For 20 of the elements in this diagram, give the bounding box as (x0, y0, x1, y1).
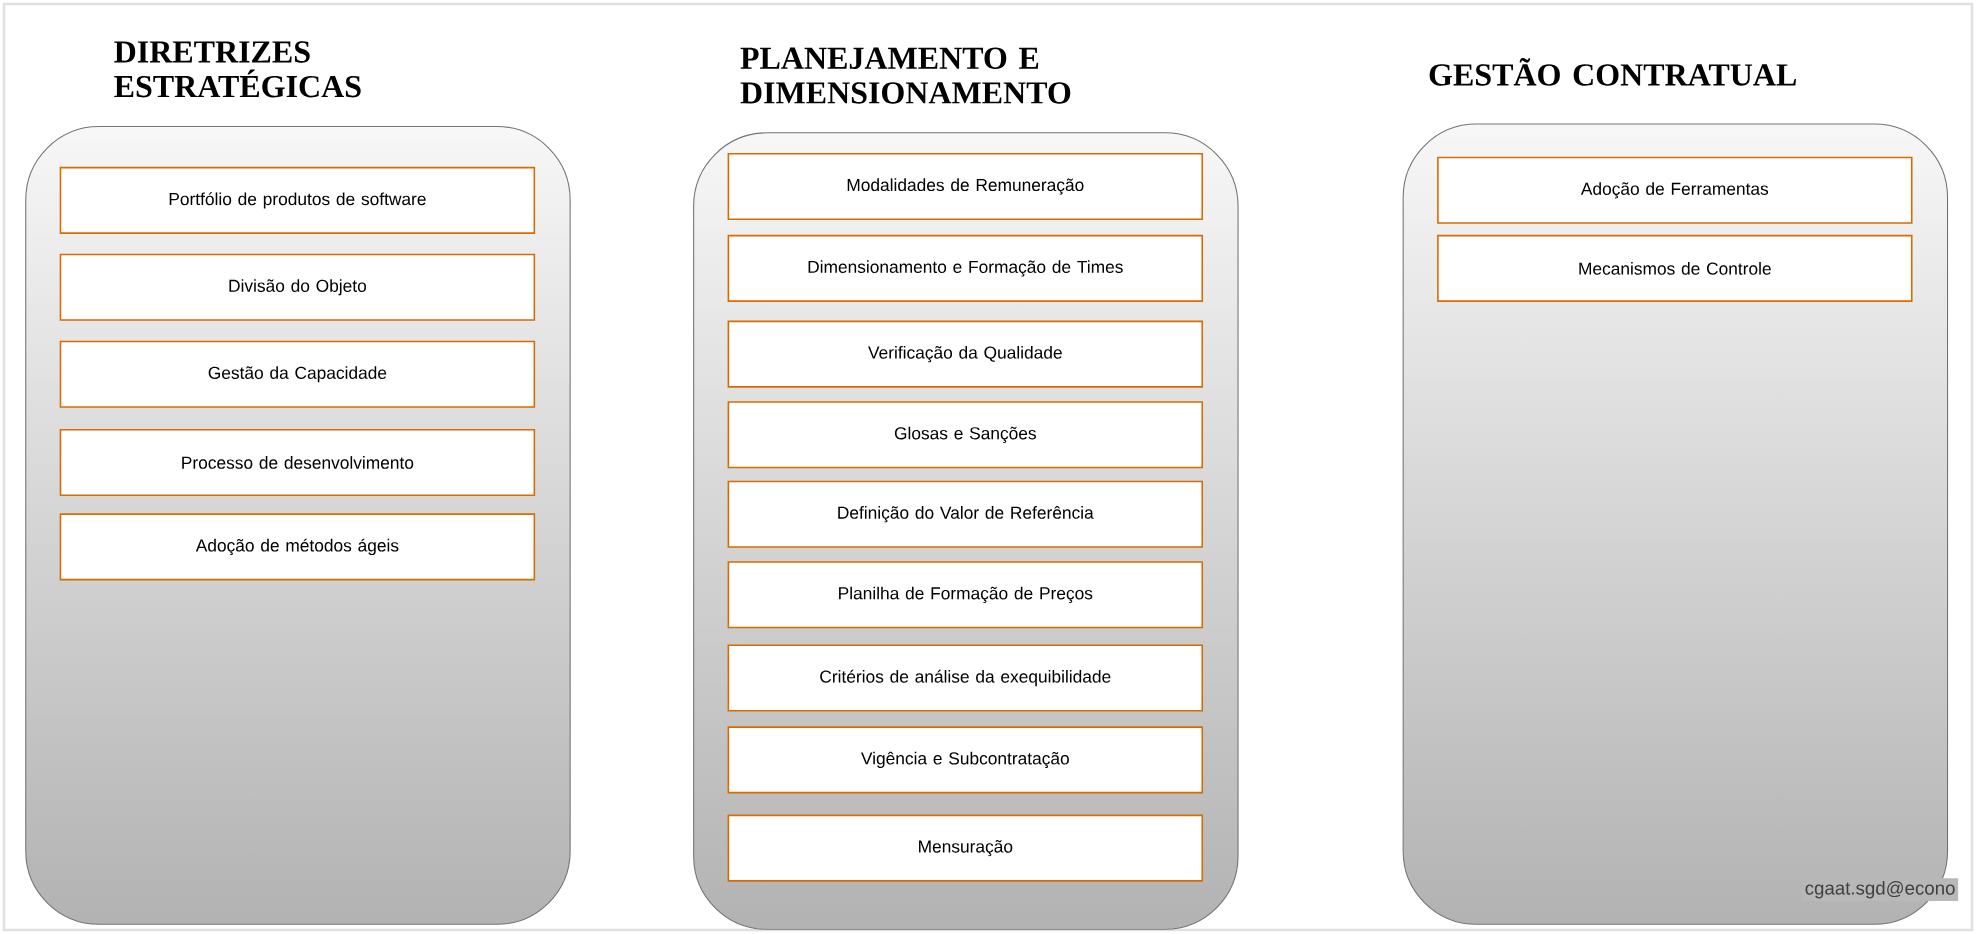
item-box: Mecanismos de Controle (1437, 234, 1913, 302)
item-box: Vigência e Subcontratação (727, 726, 1204, 794)
node-label: GESTÃO CONTRATUAL (1429, 57, 1796, 86)
item-box: Verificação da Qualidade (727, 320, 1204, 388)
item-box: Definição do Valor de Referência (727, 480, 1204, 548)
item-box: Modalidades de Remuneração (727, 152, 1204, 221)
item-box: Critérios de análise da exequibilidade (727, 644, 1204, 712)
item-box: Mensuração (727, 814, 1204, 882)
item-box: Dimensionamento e Formação de Times (727, 234, 1204, 302)
item-box: Gestão da Capacidade (59, 340, 536, 408)
item-box: Portfólio de produtos de software (59, 166, 536, 234)
item-box: Divisão do Objeto (59, 253, 536, 321)
node-label: PLANEJAMENTO E DIMENSIONAMENTO (740, 47, 1071, 104)
node-label: DIRETRIZES ESTRATÉGICAS (114, 41, 361, 98)
item-box: Planilha de Formação de Preços (727, 561, 1204, 629)
item-box: Glosas e Sanções (727, 401, 1204, 469)
item-box: Adoção de métodos ágeis (59, 513, 536, 581)
item-box: Processo de desenvolvimento (59, 428, 536, 497)
item-box: Adoção de Ferramentas (1437, 156, 1913, 224)
email-text: cgaat.sgd@econo (1802, 878, 1959, 902)
